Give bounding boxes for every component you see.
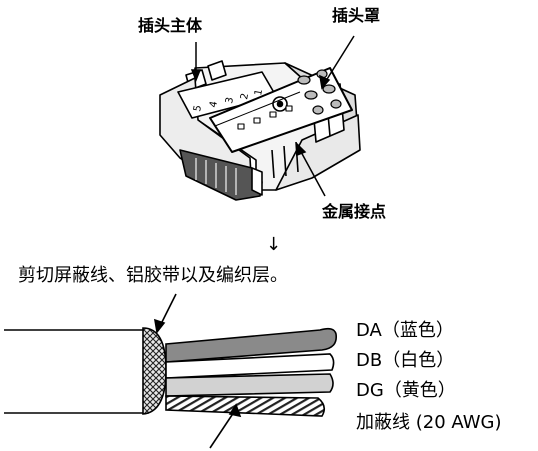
pin-number-labels: 5 4 3 2 1 [192,88,265,112]
connector-leaders [190,35,355,197]
cable-diagram [4,293,338,449]
pin-number: 5 [192,104,204,112]
wire-code: DA [356,320,382,341]
shield-wire-label: 加蔽线 (20 AWG) [356,412,502,433]
wire-code: DB [356,350,383,371]
wire-color: （白色） [382,350,455,371]
pin-number: 3 [224,96,236,104]
down-arrow-glyph: ↓ [266,234,282,255]
wire-label-da: DA（蓝色） [356,322,454,340]
wire-label-db: DB（白色） [356,352,454,370]
metal-contact-label: 金属接点 [322,202,387,221]
wire-color: （黄色） [383,380,456,401]
wire-label-dg: DG（黄色） [356,382,456,400]
rj-connector [159,60,361,201]
wire-color: （蓝色） [381,320,454,341]
plug-body-label: 插头主体 [138,16,203,35]
instruction-text: 剪切屏蔽线、铝胶带以及编织层。 [18,265,288,286]
pin-number: 4 [208,100,220,108]
plug-cover-label: 插头罩 [332,6,381,25]
pin-number: 1 [253,88,265,96]
pin-number: 2 [239,92,251,100]
wire-code: DG [356,380,384,401]
